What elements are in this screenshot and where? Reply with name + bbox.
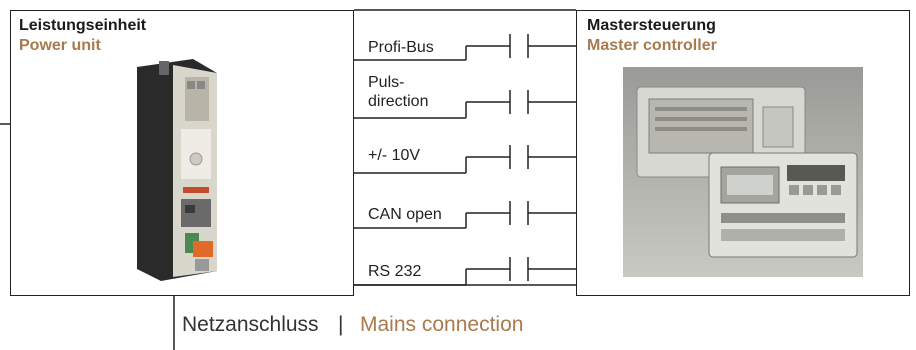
interface-label-profibus: Profi-Bus (368, 39, 434, 56)
interface-label-rs232: RS 232 (368, 263, 422, 280)
operator-panels-photo (623, 67, 863, 277)
power-unit-title-en: Power unit (19, 37, 101, 54)
master-controller-title-en: Master controller (587, 37, 717, 54)
master-controller-title-de: Mastersteuerung (587, 17, 716, 34)
servo-drive-photo (137, 59, 217, 281)
power-unit-box: Leistungseinheit Power unit (10, 10, 354, 296)
power-unit-title-de: Leistungseinheit (19, 17, 147, 34)
mains-label-de: Netzanschluss (182, 313, 319, 336)
interface-label-canopen: CAN open (368, 206, 442, 223)
interface-label-puls-direction: Puls- direction (368, 74, 429, 110)
mains-separator: | (338, 313, 344, 336)
interface-label-10v: +/- 10V (368, 147, 421, 164)
mains-label-en: Mains connection (360, 313, 524, 336)
master-controller-box: Mastersteuerung Master controller (576, 10, 910, 296)
